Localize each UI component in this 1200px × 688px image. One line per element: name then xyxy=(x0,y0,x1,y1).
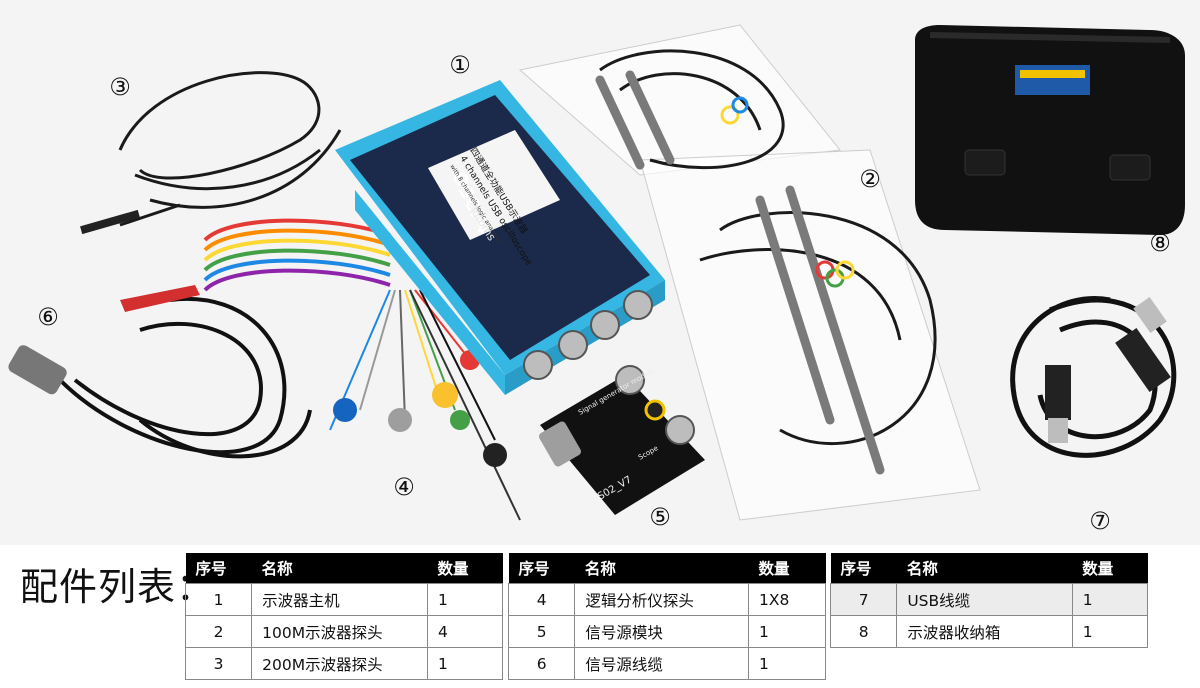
table-row: 7 USB线缆 1 xyxy=(829,583,1149,616)
cell-qty: 1X8 xyxy=(748,583,826,616)
callout-4-label: ④ xyxy=(393,473,415,501)
header-name: 名称 xyxy=(251,553,428,584)
signal-source-cable xyxy=(58,296,312,459)
cell-qty: 1 xyxy=(748,647,826,680)
header-qty: 数量 xyxy=(427,553,503,584)
header-name: 名称 xyxy=(574,553,749,584)
usb-a-plug xyxy=(1115,327,1171,393)
cell-no: 4 xyxy=(507,583,576,616)
cell-no: 1 xyxy=(184,583,253,616)
bnc-connector xyxy=(8,345,67,395)
logic-ribbon xyxy=(203,218,391,292)
accessory-table-3: 序号 名称 数量 7 USB线缆 1 8 示波器收纳箱 1 xyxy=(829,553,1149,648)
table-row: 2 100M示波器探头 4 xyxy=(184,615,504,648)
clip-yellow xyxy=(432,382,458,408)
bnc-ports xyxy=(523,290,653,380)
table-row: 1 示波器主机 1 xyxy=(184,583,504,616)
cell-name: 示波器主机 xyxy=(251,583,428,616)
cell-no: 5 xyxy=(507,615,576,648)
callout-1-label: ① xyxy=(449,51,471,79)
cell-qty: 1 xyxy=(748,615,826,648)
callout-7-label: ⑦ xyxy=(1089,507,1111,535)
cell-no: 3 xyxy=(184,647,253,680)
header-no: 序号 xyxy=(185,553,252,584)
cell-no: 8 xyxy=(829,615,898,648)
accessory-list-title: 配件列表： xyxy=(20,565,216,609)
probe-200m-cable xyxy=(118,71,342,227)
accessory-table-1: 序号 名称 数量 1 示波器主机 1 2 100M示波器探头 4 3 200M示… xyxy=(184,553,504,680)
usb-a-metal xyxy=(1133,296,1167,334)
accessory-table-2: 序号 名称 数量 4 逻辑分析仪探头 1X8 5 信号源模块 1 6 信号源线缆… xyxy=(507,553,826,680)
table-row: 3 200M示波器探头 1 xyxy=(184,647,504,680)
callout-6-label: ⑥ xyxy=(37,303,59,331)
alligator-red xyxy=(120,285,200,312)
cell-qty: 1 xyxy=(1071,615,1149,648)
product-photo: OSCF4 四通道全功能USB示波器 4 channels USB oscill… xyxy=(0,0,1200,545)
callout-2: ② xyxy=(850,158,890,198)
cell-name: USB线缆 xyxy=(896,583,1073,616)
cell-name: 100M示波器探头 xyxy=(251,615,428,648)
table-row: 8 示波器收纳箱 1 xyxy=(829,615,1149,648)
callout-5-label: ⑤ xyxy=(649,503,671,531)
header-qty: 数量 xyxy=(1072,553,1148,584)
cell-name: 信号源模块 xyxy=(574,615,750,648)
probe-bags xyxy=(518,24,981,521)
header-no: 序号 xyxy=(830,553,897,584)
clip-black xyxy=(483,443,507,467)
usb-b-metal xyxy=(1048,418,1068,443)
header-no: 序号 xyxy=(508,553,575,584)
clip-grey xyxy=(388,408,412,432)
callout-5: ⑤ xyxy=(640,496,680,536)
callout-3: ③ xyxy=(100,66,140,106)
callout-1: ① xyxy=(440,44,480,84)
header-qty: 数量 xyxy=(748,553,826,584)
callout-2-label: ② xyxy=(859,165,881,193)
table-row: 4 逻辑分析仪探头 1X8 xyxy=(507,583,826,616)
header-name: 名称 xyxy=(896,553,1073,584)
table-row: 5 信号源模块 1 xyxy=(507,615,826,648)
cell-name: 示波器收纳箱 xyxy=(896,615,1073,648)
cell-qty: 1 xyxy=(426,583,504,616)
cell-qty: 1 xyxy=(1071,583,1149,616)
callout-6: ⑥ xyxy=(28,296,68,336)
callout-7: ⑦ xyxy=(1080,500,1120,540)
cell-no: 2 xyxy=(184,615,253,648)
table-header: 序号 名称 数量 xyxy=(508,553,826,584)
callout-4: ④ xyxy=(384,466,424,506)
callout-3-label: ③ xyxy=(109,73,131,101)
storage-case xyxy=(915,25,1185,235)
cell-name: 200M示波器探头 xyxy=(251,647,428,680)
cell-no: 6 xyxy=(507,647,576,680)
table-row: 6 信号源线缆 1 xyxy=(507,647,826,680)
cell-no: 7 xyxy=(829,583,898,616)
table-header: 序号 名称 数量 xyxy=(185,553,503,584)
table-header: 序号 名称 数量 xyxy=(830,553,1148,584)
callout-8-label: ⑧ xyxy=(1149,229,1171,257)
signal-generator-module xyxy=(538,365,705,515)
clip-blue xyxy=(333,398,357,422)
usb-b-plug xyxy=(1045,365,1071,420)
cell-qty: 4 xyxy=(426,615,504,648)
cell-qty: 1 xyxy=(426,647,504,680)
cell-name: 逻辑分析仪探头 xyxy=(574,583,750,616)
callout-8: ⑧ xyxy=(1140,222,1180,262)
probe-tip xyxy=(80,209,140,235)
cell-name: 信号源线缆 xyxy=(574,647,750,680)
clip-green xyxy=(450,410,470,430)
